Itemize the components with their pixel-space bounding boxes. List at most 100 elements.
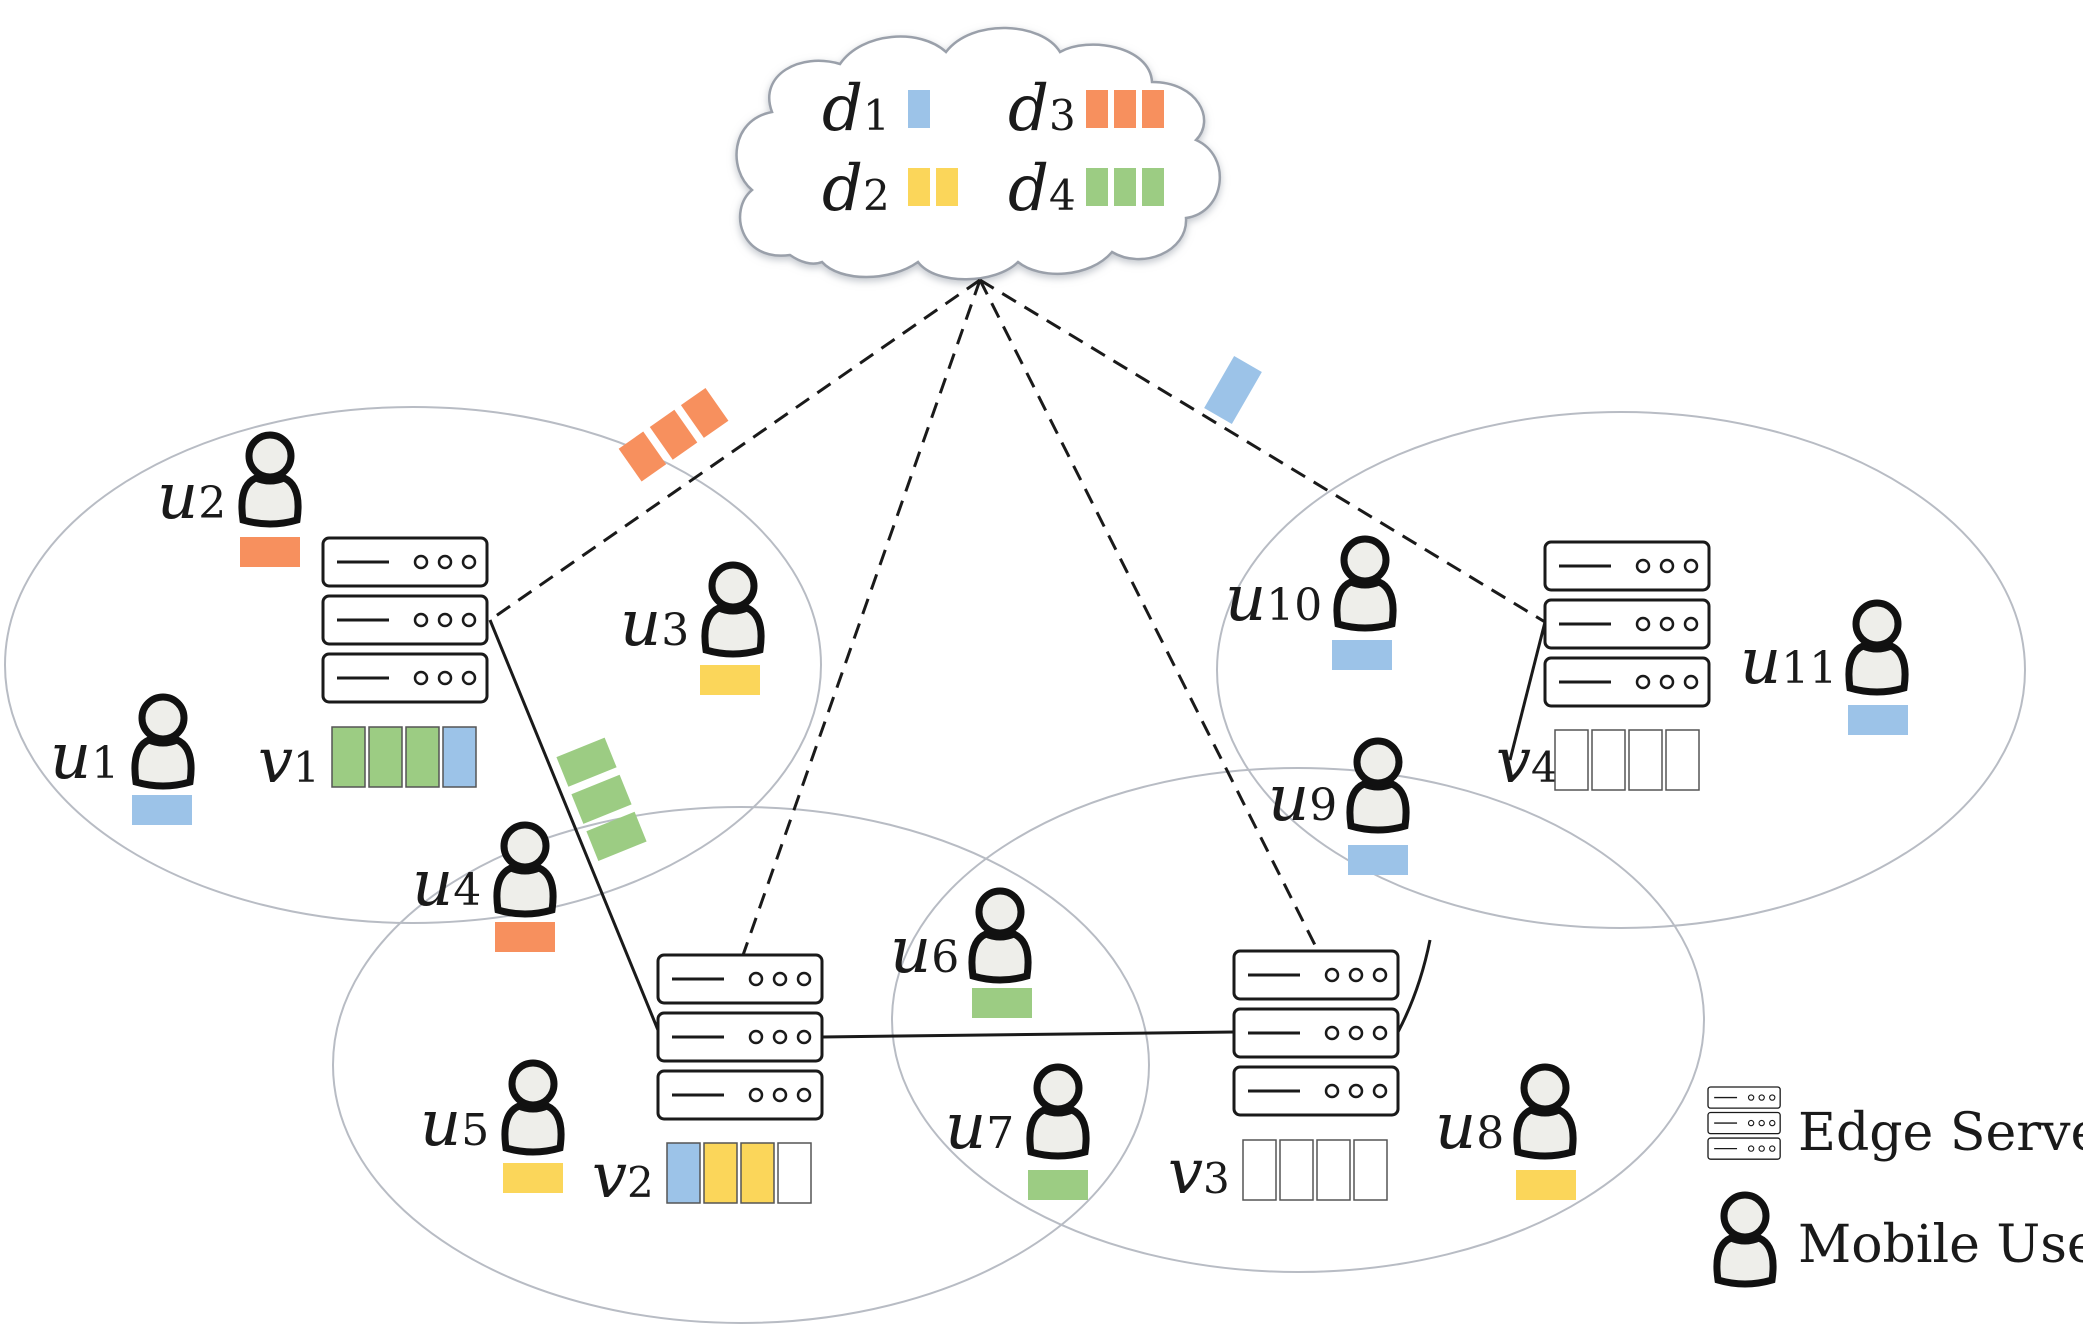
- request-block: [240, 537, 300, 567]
- user-icon: [1337, 539, 1393, 628]
- data-block-d2: [908, 168, 930, 206]
- cloud-item-d4: d4: [1008, 152, 1164, 226]
- transfer-cloud-v4: [1204, 356, 1262, 424]
- user-u8[interactable]: u8: [1435, 1067, 1576, 1200]
- network-links: [488, 278, 1547, 1039]
- request-block: [1332, 640, 1392, 670]
- svg-text:v1: v1: [258, 724, 320, 797]
- user-u7[interactable]: u7: [945, 1067, 1088, 1200]
- transfer-cloud-v1: [618, 387, 729, 482]
- data-block-d4: [1142, 168, 1164, 206]
- cloud-item-d4-sub: 4: [1049, 171, 1076, 220]
- user-u2[interactable]: u2: [157, 435, 300, 567]
- storage-slot-d1: [666, 1142, 701, 1204]
- coverage-area-v1: [4, 406, 822, 924]
- data-block-d2: [936, 168, 958, 206]
- user-u2-main: u: [157, 460, 198, 534]
- server-v1[interactable]: v1: [258, 536, 489, 797]
- server-v3-main: v: [1168, 1135, 1203, 1208]
- svg-text:u8: u8: [1435, 1090, 1504, 1164]
- link-v1-v2: [488, 619, 662, 1036]
- storage-slot-empty: [1279, 1139, 1314, 1201]
- user-u11-main: u: [1740, 625, 1781, 699]
- server-v2[interactable]: v2: [592, 953, 824, 1212]
- storage-slot-d4: [405, 726, 440, 788]
- legend-mobile-user: Mobile User: [1717, 1195, 2083, 1284]
- cloud-icon: [735, 26, 1221, 281]
- cloud-item-d3: d3: [1008, 72, 1164, 146]
- user-u3[interactable]: u3: [620, 565, 761, 695]
- storage-slot-empty: [777, 1142, 812, 1204]
- svg-text:d2: d2: [822, 152, 890, 226]
- user-icon: [135, 697, 191, 786]
- user-u5[interactable]: u5: [420, 1063, 563, 1193]
- cloud-item-d1-sub: 1: [863, 91, 890, 140]
- request-block: [1028, 1170, 1088, 1200]
- link-v3-v4: [1396, 939, 1432, 1033]
- data-block-d4: [556, 737, 617, 787]
- data-block-d3: [649, 409, 698, 460]
- storage-slot-d1: [442, 726, 477, 788]
- user-icon: [1517, 1067, 1573, 1156]
- user-icon: [1350, 741, 1406, 830]
- cloud-item-d2-main: d: [822, 152, 863, 226]
- server-v3[interactable]: v3: [1168, 949, 1400, 1208]
- data-block-d4: [1086, 168, 1108, 206]
- user-u4[interactable]: u4: [412, 825, 555, 952]
- svg-text:u2: u2: [157, 460, 226, 534]
- user-icon: [972, 891, 1028, 980]
- data-block-d1: [1204, 356, 1262, 424]
- user-icon: [497, 825, 553, 914]
- user-u6-main: u: [890, 914, 931, 988]
- user-u1[interactable]: u1: [50, 697, 192, 825]
- server-v4[interactable]: v4: [1496, 540, 1711, 797]
- server-v1-sub: 1: [293, 743, 320, 792]
- server-rack-icon: [1232, 949, 1400, 1117]
- legend: Edge Server Mobile User: [1707, 1086, 2083, 1284]
- svg-text:u10: u10: [1225, 562, 1322, 636]
- user-u11[interactable]: u11: [1740, 603, 1908, 735]
- user-u9-sub: 9: [1309, 780, 1337, 831]
- cloud-item-d3-sub: 3: [1049, 91, 1076, 140]
- storage-slot-empty: [1628, 729, 1663, 791]
- storage-slot-empty: [1591, 729, 1626, 791]
- svg-text:u3: u3: [620, 587, 689, 661]
- edge-servers: v1 v2 v3 v4: [258, 536, 1711, 1212]
- user-u8-sub: 8: [1476, 1108, 1504, 1159]
- request-block: [972, 988, 1032, 1018]
- svg-text:u7: u7: [945, 1090, 1014, 1164]
- svg-text:u9: u9: [1268, 762, 1337, 836]
- transfer-v1-v2: [556, 737, 647, 861]
- user-u7-main: u: [945, 1090, 986, 1164]
- data-block-d3: [680, 387, 729, 438]
- server-rack-icon: [656, 953, 824, 1121]
- cloud-item-d4-main: d: [1008, 152, 1049, 226]
- user-u10[interactable]: u10: [1225, 539, 1393, 670]
- storage-slot-d4: [331, 726, 366, 788]
- request-block: [132, 795, 192, 825]
- user-u4-sub: 4: [453, 865, 481, 916]
- svg-text:u4: u4: [412, 847, 481, 921]
- server-rack-icon: [321, 536, 489, 704]
- cloud-item-d1-main: d: [822, 72, 863, 146]
- cloud-item-d3-main: d: [1008, 72, 1049, 146]
- user-u9[interactable]: u9: [1268, 741, 1408, 875]
- coverage-area-v4: [1216, 411, 2026, 929]
- server-v4-main: v: [1496, 724, 1531, 797]
- storage-slot-d4: [368, 726, 403, 788]
- svg-text:u11: u11: [1740, 625, 1837, 699]
- user-u10-sub: 10: [1266, 580, 1322, 631]
- svg-text:d4: d4: [1008, 152, 1076, 226]
- user-u6-sub: 6: [931, 932, 959, 983]
- svg-text:v2: v2: [592, 1139, 654, 1212]
- link-cloud-v2: [740, 279, 982, 959]
- user-u8-main: u: [1435, 1090, 1476, 1164]
- cloud-item-d2-sub: 2: [863, 171, 890, 220]
- storage-slot-empty: [1316, 1139, 1351, 1201]
- cloud-item-d2: d2: [822, 152, 958, 226]
- user-u6[interactable]: u6: [890, 891, 1032, 1018]
- server-v4-sub: 4: [1531, 743, 1558, 792]
- legend-edge-server: Edge Server: [1707, 1086, 2083, 1163]
- server-rack-icon: [1543, 540, 1711, 708]
- user-icon: [1030, 1067, 1086, 1156]
